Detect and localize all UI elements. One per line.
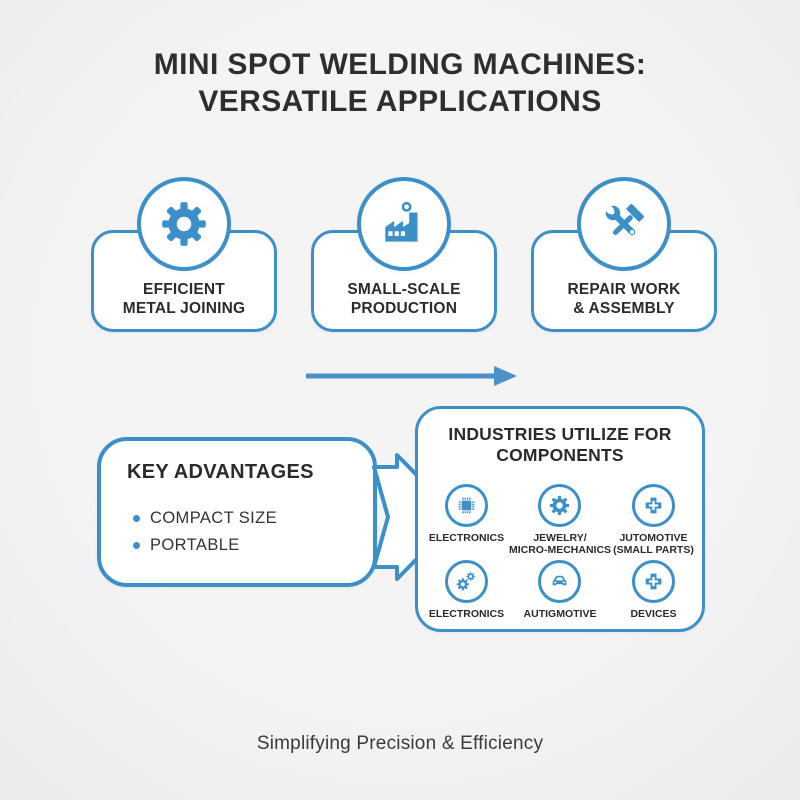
key-advantages-list: COMPACT SIZE PORTABLE xyxy=(133,509,277,563)
feature-card-small-scale-production: SMALL-SCALE PRODUCTION xyxy=(311,177,497,332)
industries-title-line1: INDUSTRIES UTILIZE FOR xyxy=(448,424,672,444)
page-title-line2: VERSATILE APPLICATIONS xyxy=(198,85,602,118)
medical-cross-icon xyxy=(632,560,675,603)
industry-label: ELECTRONICS xyxy=(428,532,505,544)
list-item: PORTABLE xyxy=(133,536,277,555)
feature-card-label: EFFICIENT METAL JOINING xyxy=(94,280,274,318)
factory-icon xyxy=(357,177,451,271)
industries-grid: ELECTRONICS JEWELRY/ MICRO-MECHANICS xyxy=(424,484,696,632)
industry-item-jewelry-micro-mechanics: JEWELRY/ MICRO-MECHANICS xyxy=(509,484,611,556)
industry-label: JUTOMOTIVE (SMALL PARTS) xyxy=(613,532,694,556)
page-title: MINI SPOT WELDING MACHINES: VERSATILE AP… xyxy=(0,46,800,120)
industry-label: ELECTRONICS xyxy=(428,608,505,620)
gear-icon xyxy=(137,177,231,271)
key-advantages-title: KEY ADVANTAGES xyxy=(127,461,314,483)
feature-card-label: REPAIR WORK & ASSEMBLY xyxy=(534,280,714,318)
industry-label: JEWELRY/ MICRO-MECHANICS xyxy=(508,532,612,556)
industries-title: INDUSTRIES UTILIZE FOR COMPONENTS xyxy=(418,424,702,466)
feature-card-label-line1: SMALL-SCALE xyxy=(347,281,461,298)
medical-cross-icon xyxy=(632,484,675,527)
feature-card-label: SMALL-SCALE PRODUCTION xyxy=(314,280,494,318)
industry-label: DEVICES xyxy=(630,608,677,620)
gear-icon xyxy=(538,484,582,527)
industry-item-electronics: ELECTRONICS xyxy=(429,484,504,556)
feature-card-label-line2: PRODUCTION xyxy=(350,300,458,317)
page-title-line1: MINI SPOT WELDING MACHINES: xyxy=(153,48,647,81)
industry-label: AUTIGMOTIVE xyxy=(523,608,597,620)
bullet-dot-icon xyxy=(133,542,140,549)
advantage-label: PORTABLE xyxy=(150,536,240,554)
industry-item-devices: DEVICES xyxy=(630,560,677,632)
industries-panel: INDUSTRIES UTILIZE FOR COMPONENTS ELECTR… xyxy=(415,406,705,632)
industries-title-line2: COMPONENTS xyxy=(496,445,624,465)
industry-item-electronics-2: ELECTRONICS xyxy=(429,560,504,632)
bullet-dot-icon xyxy=(133,515,140,522)
feature-card-repair-work-assembly: REPAIR WORK & ASSEMBLY xyxy=(531,177,717,332)
key-advantages-panel: KEY ADVANTAGES COMPACT SIZE PORTABLE xyxy=(97,437,377,587)
car-icon xyxy=(538,560,582,603)
microchip-icon xyxy=(444,484,488,527)
feature-card-label-line1: EFFICIENT xyxy=(143,281,225,298)
list-item: COMPACT SIZE xyxy=(133,509,277,528)
advantage-label: COMPACT SIZE xyxy=(150,509,278,527)
wrench-hammer-icon xyxy=(577,177,671,271)
feature-card-label-line1: REPAIR WORK xyxy=(567,281,681,298)
feature-card-label-line2: METAL JOINING xyxy=(122,300,246,317)
gears-icon xyxy=(444,560,488,603)
footer-tagline: Simplifying Precision & Efficiency xyxy=(256,733,544,754)
feature-card-label-line2: & ASSEMBLY xyxy=(573,300,675,317)
feature-card-efficient-metal-joining: EFFICIENT METAL JOINING xyxy=(91,177,277,332)
industry-item-automotive-small-parts: JUTOMOTIVE (SMALL PARTS) xyxy=(613,484,694,556)
flow-arrow-icon xyxy=(303,361,519,396)
industry-item-automotive: AUTIGMOTIVE xyxy=(523,560,597,632)
